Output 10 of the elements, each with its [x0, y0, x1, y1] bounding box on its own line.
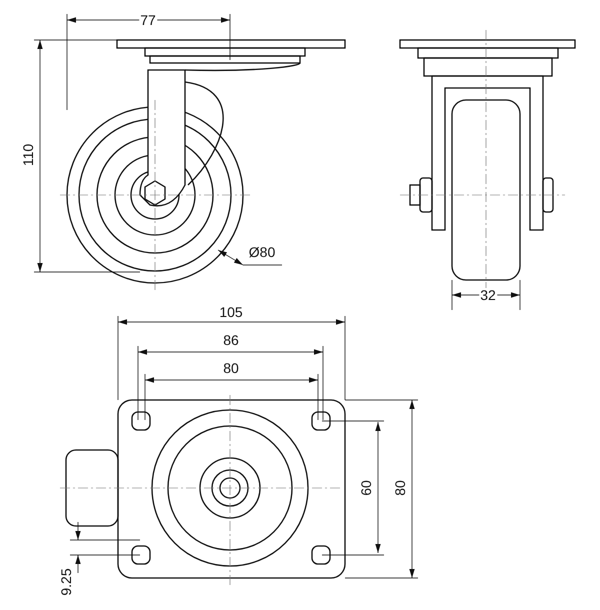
dimension-label: 80: [222, 361, 240, 375]
dimension-label: 86: [222, 333, 240, 347]
dimension-label: 9.25: [59, 567, 73, 597]
dimension-label: 77: [139, 13, 157, 27]
dimension-label: 110: [21, 142, 35, 168]
dimension-label: 105: [218, 305, 244, 319]
dimension-label: Ø80: [248, 245, 276, 259]
dimension-label: 32: [479, 288, 497, 302]
dimension-label: 80: [393, 479, 407, 497]
dimension-label: 60: [359, 479, 373, 497]
